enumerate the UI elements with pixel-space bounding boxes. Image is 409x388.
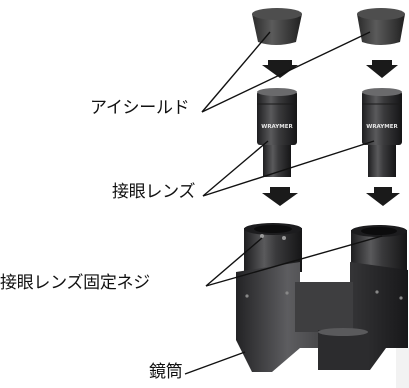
svg-text:WRAYMER: WRAYMER: [261, 124, 293, 130]
leader-lines: [184, 31, 383, 375]
eyeshield-left: [252, 8, 302, 45]
arrow-down-icon: [262, 187, 298, 206]
eyepiece-label: 接眼レンズ: [112, 182, 196, 202]
arrow-down-icon: [366, 60, 398, 78]
arrow-down-icon: [262, 60, 298, 78]
eyeshield-right: [357, 8, 405, 45]
eyepiece-right: WRAYMER: [362, 88, 402, 177]
eyepiece-screw-label: 接眼レンズ固定ネジ: [0, 273, 150, 293]
eyeshield-label: アイシールド: [90, 98, 190, 118]
microscope-head: [236, 223, 409, 388]
eyepiece-left: WRAYMER: [257, 88, 297, 177]
svg-text:WRAYMER: WRAYMER: [366, 124, 398, 130]
arrow-down-icon: [366, 187, 400, 206]
tube-label: 鏡筒: [149, 362, 183, 382]
